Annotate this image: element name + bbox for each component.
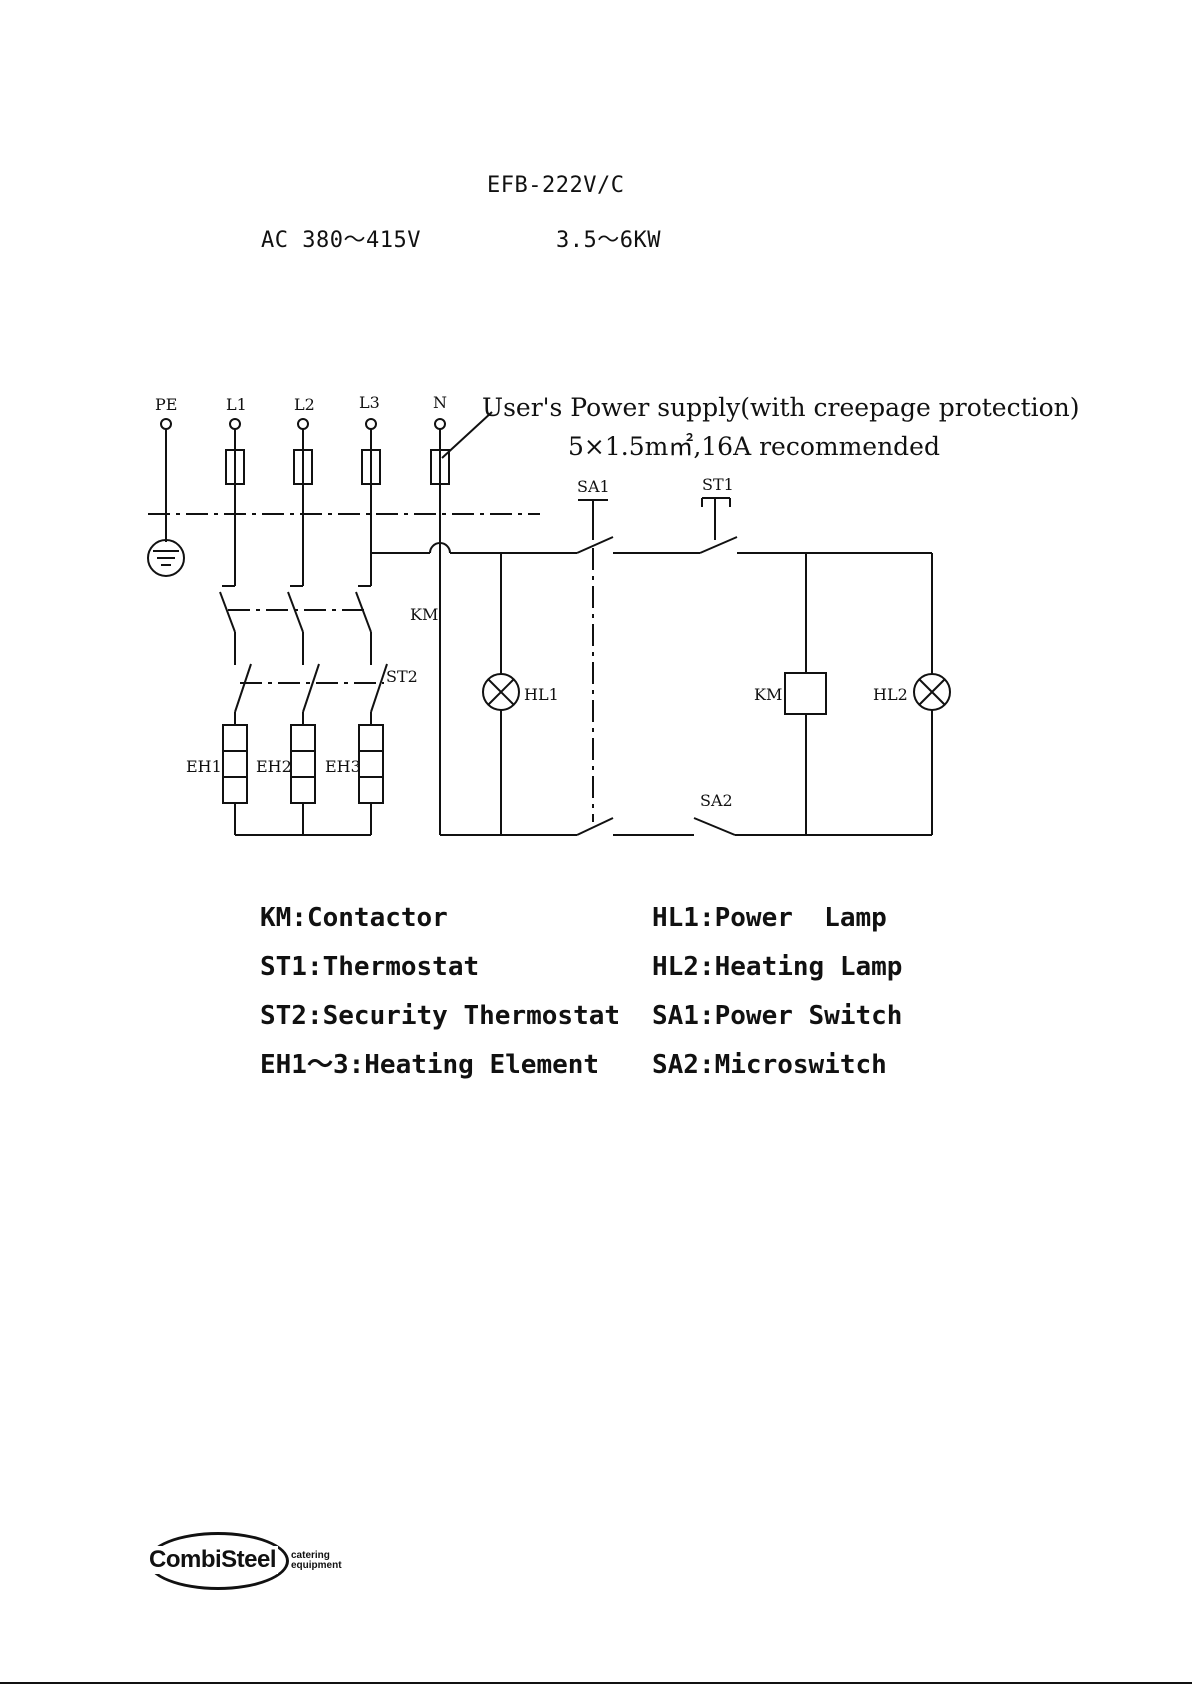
- st1-switch: [699, 536, 738, 554]
- wiring-schematic: PE L1 L2 L3 N User's Power supply(with c…: [147, 393, 1080, 836]
- sa1-switch-top: [576, 536, 614, 554]
- sa1-label: SA1: [577, 477, 610, 496]
- km-contact-label: KM: [410, 605, 438, 624]
- terminal-l3: [365, 418, 377, 430]
- contactor-coil-km: [784, 672, 827, 715]
- supply-note: User's Power supply(with creepage protec…: [482, 393, 1080, 422]
- sa2-microswitch: [693, 817, 736, 836]
- legend-item-sa1: SA1:Power Switch: [652, 1001, 903, 1031]
- km-contact-1: [219, 591, 236, 633]
- page-bottom-rule: [0, 1682, 1192, 1684]
- hl1-label: HL1: [524, 685, 559, 704]
- ground-symbol: [147, 539, 185, 577]
- terminal-pe: [160, 418, 172, 430]
- heating-element-eh3: [358, 724, 384, 804]
- logo-tagline-line2: equipment: [291, 1560, 342, 1571]
- component-legend: KM:Contactor HL1:Power Lamp ST1:Thermost…: [260, 900, 960, 1084]
- km-contact-2: [287, 591, 304, 633]
- fuse-l3: [361, 449, 381, 485]
- st1-label: ST1: [702, 475, 734, 494]
- terminal-l2: [297, 418, 309, 430]
- st2-contact-2: [302, 663, 320, 713]
- voltage-rating: AC 380～415V: [261, 228, 421, 253]
- eh2-label: EH2: [256, 757, 292, 776]
- fuse-l2: [293, 449, 313, 485]
- legend-item-eh: EH1～3:Heating Element: [260, 1050, 600, 1080]
- sa1-switch-bottom: [576, 817, 614, 836]
- km-coil-label: KM: [754, 685, 782, 704]
- sa2-label: SA2: [700, 791, 733, 810]
- terminal-n: [434, 418, 446, 430]
- legend-item-hl2: HL2:Heating Lamp: [652, 952, 903, 982]
- terminal-label-n: N: [433, 393, 447, 412]
- km-contact-3: [355, 591, 372, 633]
- model-number: EFB-222V/C: [487, 173, 625, 198]
- st2-label: ST2: [386, 667, 418, 686]
- legend-item-sa2: SA2:Microswitch: [652, 1050, 887, 1080]
- logo-tagline: catering equipment: [291, 1551, 342, 1571]
- fuse-n: [430, 449, 450, 485]
- st2-contact-3: [370, 663, 388, 713]
- legend-item-st2: ST2:Security Thermostat: [260, 1001, 621, 1031]
- eh3-label: EH3: [325, 757, 361, 776]
- legend-item-st1: ST1:Thermostat: [260, 952, 480, 982]
- terminal-l1: [229, 418, 241, 430]
- terminal-label-pe: PE: [155, 395, 177, 414]
- supply-leader-line: [441, 411, 493, 459]
- terminal-label-l1: L1: [226, 395, 247, 414]
- combisteel-logo: CombiSteel catering equipment: [147, 1532, 355, 1592]
- fuse-l1: [225, 449, 245, 485]
- logo-brand: CombiSteel: [147, 1546, 279, 1574]
- hl2-label: HL2: [873, 685, 908, 704]
- terminal-label-l3: L3: [359, 393, 380, 412]
- cable-note: 5×1.5m㎡,16A recommended: [568, 432, 940, 461]
- terminal-label-l2: L2: [294, 395, 315, 414]
- legend-item-hl1: HL1:Power Lamp: [652, 903, 887, 933]
- legend-item-km: KM:Contactor: [260, 903, 448, 933]
- power-rating: 3.5～6KW: [556, 228, 661, 253]
- eh1-label: EH1: [186, 757, 222, 776]
- logo-tagline-line1: catering: [291, 1550, 330, 1561]
- st2-contact-1: [234, 663, 252, 713]
- heating-element-eh2: [290, 724, 316, 804]
- heating-element-eh1: [222, 724, 248, 804]
